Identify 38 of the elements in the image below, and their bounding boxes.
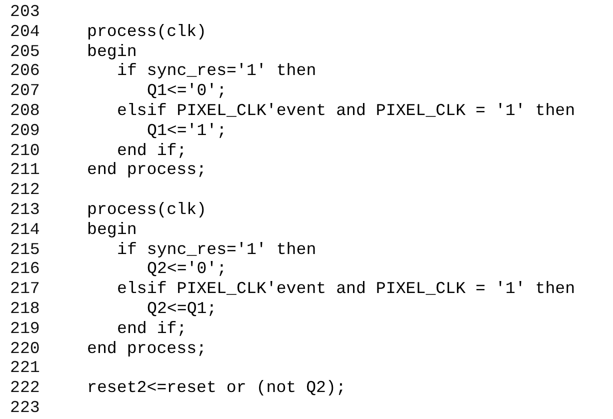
line-number: 219 — [10, 318, 40, 339]
code-line: Q1<='1'; — [147, 120, 227, 141]
line-number: 221 — [10, 358, 40, 378]
line-number: 208 — [10, 101, 40, 121]
line-number: 206 — [10, 61, 40, 82]
code-line: process(clk) — [87, 22, 206, 42]
line-number: 217 — [10, 279, 40, 300]
line-number: 211 — [10, 160, 40, 180]
code-line: end if; — [117, 318, 187, 339]
line-number: 204 — [10, 22, 40, 42]
line-number: 209 — [10, 120, 40, 141]
line-number: 213 — [10, 200, 40, 220]
code-line: if sync_res='1' then — [117, 61, 316, 82]
code-line: process(clk) — [87, 200, 206, 220]
line-number: 216 — [10, 259, 40, 280]
line-number: 223 — [10, 398, 40, 418]
code-line: begin — [87, 220, 137, 240]
line-number: 210 — [10, 140, 40, 161]
line-number: 220 — [10, 338, 40, 359]
code-line: elsif PIXEL_CLK'event and PIXEL_CLK = '1' then — [117, 101, 576, 121]
line-number: 218 — [10, 299, 40, 319]
code-line: end process; — [87, 338, 206, 359]
line-number: 222 — [10, 378, 40, 398]
line-number: 212 — [10, 180, 40, 200]
code-line: end if; — [117, 140, 187, 161]
line-number: 214 — [10, 220, 40, 240]
code-line: reset2<=reset or (not Q2); — [87, 378, 346, 398]
line-number: 207 — [10, 81, 40, 102]
code-line: begin — [87, 42, 137, 62]
line-number: 215 — [10, 240, 40, 260]
code-line: end process; — [87, 160, 206, 180]
code-line: Q2<='0'; — [147, 259, 227, 280]
code-line: elsif PIXEL_CLK'event and PIXEL_CLK = '1' then — [117, 279, 576, 300]
code-line: Q1<='0'; — [147, 81, 227, 102]
code-line: if sync_res='1' then — [117, 240, 316, 260]
line-number: 203 — [10, 2, 40, 22]
line-number: 205 — [10, 42, 40, 62]
code-line: Q2<=Q1; — [147, 299, 217, 319]
